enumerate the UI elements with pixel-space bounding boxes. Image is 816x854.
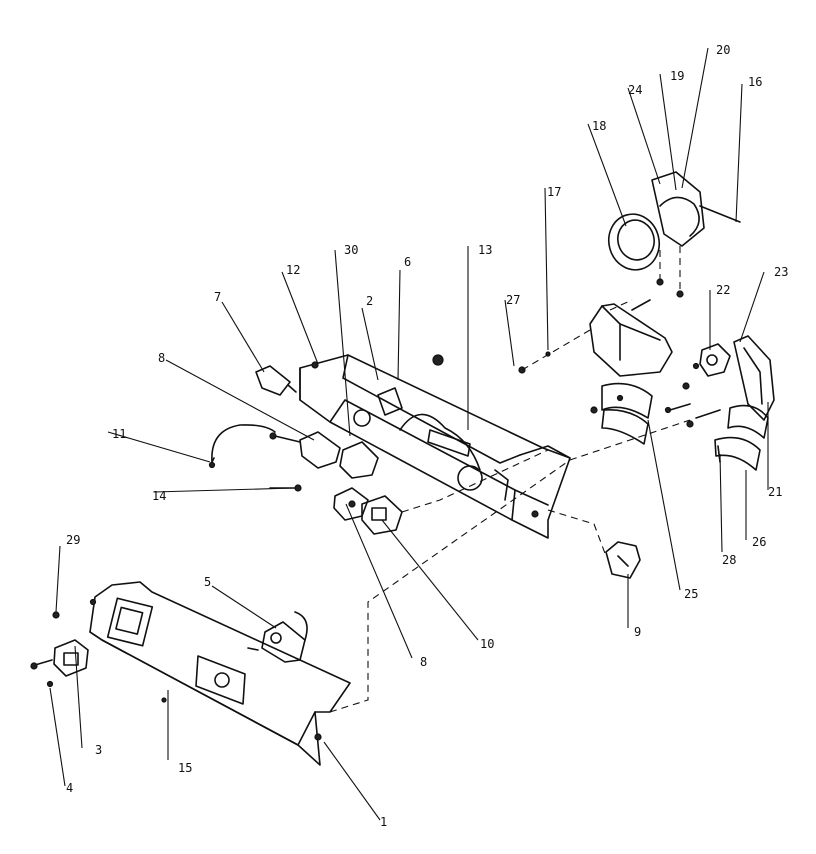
callout-13: 13 <box>478 243 492 257</box>
callout-10: 10 <box>480 637 494 651</box>
callout-12: 12 <box>286 263 300 277</box>
callout-14: 14 <box>152 489 166 503</box>
callout-27: 27 <box>506 293 520 307</box>
callout-17: 17 <box>547 185 561 199</box>
callout-18: 18 <box>592 119 606 133</box>
callout-23: 23 <box>774 265 788 279</box>
main-bracket <box>299 354 571 539</box>
switch-10 <box>361 495 403 535</box>
switch-8-upper <box>269 431 379 479</box>
callout-2: 2 <box>366 294 373 308</box>
solenoid-23 <box>733 335 775 421</box>
callout-7: 7 <box>214 290 221 304</box>
leader-lines <box>49 47 769 821</box>
lever-25 <box>601 382 653 445</box>
callout-labels: 1 2 3 4 5 6 7 8 8 9 10 11 12 13 14 15 16… <box>66 43 788 829</box>
callout-20: 20 <box>716 43 730 57</box>
gear-motor-assembly <box>607 171 741 298</box>
callout-28: 28 <box>722 553 736 567</box>
callout-9: 9 <box>634 625 641 639</box>
capacitor-7 <box>255 365 297 396</box>
dispenser-actuator <box>589 299 673 377</box>
front-panel <box>89 581 351 766</box>
assembly-lines <box>329 246 691 713</box>
callout-16: 16 <box>748 75 762 89</box>
callout-11: 11 <box>112 427 126 441</box>
callout-15: 15 <box>178 761 192 775</box>
callout-5: 5 <box>204 575 211 589</box>
callout-25: 25 <box>684 587 698 601</box>
wire-harness-11 <box>208 424 276 469</box>
callout-26: 26 <box>752 535 766 549</box>
callout-21: 21 <box>768 485 782 499</box>
callout-4: 4 <box>66 781 73 795</box>
callout-22: 22 <box>716 283 730 297</box>
callout-8-lower: 8 <box>420 655 427 669</box>
callout-6: 6 <box>404 255 411 269</box>
callout-8-upper: 8 <box>158 351 165 365</box>
callout-3: 3 <box>95 743 102 757</box>
knob-9 <box>605 541 641 579</box>
callout-24: 24 <box>628 83 642 97</box>
callout-1: 1 <box>380 815 387 829</box>
solenoid-22 <box>699 343 731 377</box>
callout-30: 30 <box>344 243 358 257</box>
control-module-5 <box>247 611 308 663</box>
callout-29: 29 <box>66 533 80 547</box>
callout-19: 19 <box>670 69 684 83</box>
rocker-switch <box>30 639 89 677</box>
fasteners <box>46 351 721 703</box>
